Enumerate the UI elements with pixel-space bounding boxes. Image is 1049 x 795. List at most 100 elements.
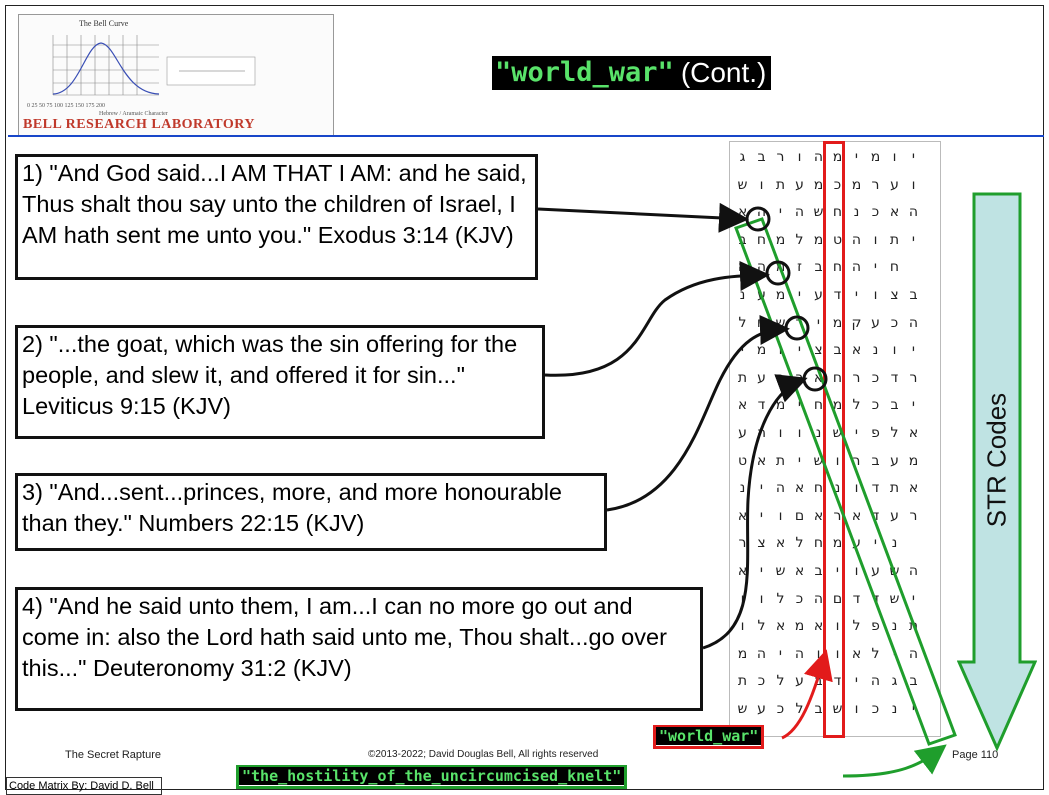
matrix-letter: י — [759, 563, 764, 579]
matrix-letter: ם — [794, 507, 805, 524]
matrix-letter: נ — [853, 204, 860, 221]
matrix-letter: כ — [871, 701, 880, 717]
hostility-tag-text: "the_hostility_of_the_uncircumcised_knel… — [239, 767, 625, 785]
matrix-letter: ר — [909, 369, 918, 386]
matrix-letter: מ — [908, 452, 919, 469]
matrix-letter: ו — [797, 425, 802, 441]
matrix-letter: ד — [871, 507, 880, 524]
matrix-letter: ו — [778, 425, 783, 441]
matrix-letter: ו — [778, 507, 783, 524]
matrix-letter: ח — [832, 204, 843, 221]
matrix-letter: ו — [854, 563, 859, 579]
matrix-letter: א — [908, 425, 919, 441]
matrix-letter: ו — [892, 342, 897, 359]
matrix-letter: נ — [739, 287, 746, 303]
matrix-letter: ב — [757, 149, 766, 165]
hostility-tag: "the_hostility_of_the_uncircumcised_knel… — [236, 765, 628, 789]
matrix-letter: י — [854, 673, 859, 690]
matrix-letter: י — [797, 342, 802, 359]
matrix-letter: מ — [832, 149, 843, 165]
matrix-letter: ח — [756, 231, 767, 248]
matrix-letter: ה — [908, 314, 919, 331]
matrix-letter: ה — [908, 563, 919, 579]
matrix-letter: נ — [891, 701, 898, 717]
matrix-letter: י — [911, 590, 916, 607]
matrix-letter: ע — [738, 425, 747, 441]
matrix-letter: ו — [854, 480, 859, 497]
matrix-letter: ו — [740, 618, 745, 635]
quote-box-leviticus: 2) "...the goat, which was the sin offer… — [15, 325, 545, 439]
down-arrow-icon — [957, 192, 1037, 752]
matrix-letter: ה — [813, 149, 824, 165]
matrix-letter: ט — [832, 231, 843, 248]
matrix-letter: ת — [737, 369, 748, 386]
matrix-letter: ל — [776, 673, 785, 690]
matrix-letter: א — [851, 507, 862, 524]
matrix-letter: כ — [890, 314, 899, 331]
matrix-letter: ע — [871, 314, 880, 331]
matrix-letter: נ — [891, 618, 898, 635]
matrix-letter: ה — [794, 645, 805, 662]
matrix-letter: ל — [852, 397, 861, 414]
matrix-letter: ש — [813, 204, 824, 221]
matrix-letter: א — [813, 369, 824, 386]
matrix-letter: ח — [813, 397, 824, 414]
matrix-letter: ג — [739, 149, 746, 165]
matrix-letter: ר — [852, 369, 861, 386]
matrix-letter: ק — [851, 314, 862, 331]
matrix-letter: ב — [814, 259, 823, 276]
matrix-letter: ב — [833, 342, 842, 359]
matrix-letter: ו — [835, 452, 840, 469]
matrix-letter: ז — [797, 259, 802, 276]
matrix-letter: ש — [832, 425, 843, 441]
matrix-letter: ו — [759, 590, 764, 607]
matrix-letter: מ — [775, 287, 786, 303]
matrix-letter: מ — [737, 645, 748, 662]
matrix-letter: ח — [813, 480, 824, 497]
matrix-letter: י — [911, 231, 916, 248]
matrix-letter: ע — [814, 287, 823, 303]
matrix-letter: ל — [852, 618, 861, 635]
matrix-letter: ת — [889, 480, 900, 497]
matrix-letter: ר — [871, 176, 880, 193]
matrix-letter: ל — [757, 618, 766, 635]
matrix-letter: ת — [889, 231, 900, 248]
matrix-letter: י — [911, 701, 916, 717]
svg-text:0 25 50 75 100 125 150 17: 0 25 50 75 100 125 150 175 200 — [27, 103, 105, 109]
matrix-letter: י — [854, 287, 859, 303]
bell-curve-icon: 0 25 50 75 100 125 150 175 200 — [27, 35, 256, 109]
matrix-letter: י — [797, 287, 802, 303]
matrix-letter: ב — [909, 673, 918, 690]
matrix-letter: ו — [911, 176, 916, 193]
title-suffix: (Cont.) — [676, 56, 772, 90]
matrix-letter: ל — [795, 231, 804, 248]
matrix-letter: צ — [890, 287, 899, 303]
matrix-letter: ח — [889, 259, 900, 276]
matrix-letter: ע — [890, 176, 899, 193]
matrix-letter: ם — [832, 590, 843, 607]
header-divider — [8, 135, 1044, 137]
matrix-letter: ד — [852, 590, 861, 607]
matrix-letter: א — [889, 204, 900, 221]
matrix-letter: מ — [813, 176, 824, 193]
matrix-letter: נ — [739, 480, 746, 497]
matrix-letter: נ — [891, 535, 898, 552]
matrix-letter: ל — [890, 425, 899, 441]
matrix-letter: ח — [832, 369, 843, 386]
quote-box-numbers: 3) "And...sent...princes, more, and more… — [15, 473, 607, 551]
matrix-letter: י — [797, 452, 802, 469]
logo-x-label: Hebrew / Aramaic Character — [99, 111, 168, 117]
matrix-letter: י — [797, 397, 802, 414]
world-war-tag-text: "world_war" — [656, 727, 762, 745]
matrix-letter: א — [813, 618, 824, 635]
matrix-letter: ש — [775, 563, 786, 579]
matrix-letter: ת — [775, 452, 786, 469]
matrix-letter: א — [775, 535, 786, 552]
slide-frame — [5, 5, 1044, 790]
matrix-letter: ל — [776, 590, 785, 607]
matrix-letter: ת — [775, 176, 786, 193]
matrix-letter: א — [794, 563, 805, 579]
matrix-letter: מ — [870, 149, 881, 165]
quote-box-exodus: 1) "And God said...I AM THAT I AM: and h… — [15, 154, 538, 280]
matrix-letter: א — [737, 507, 748, 524]
